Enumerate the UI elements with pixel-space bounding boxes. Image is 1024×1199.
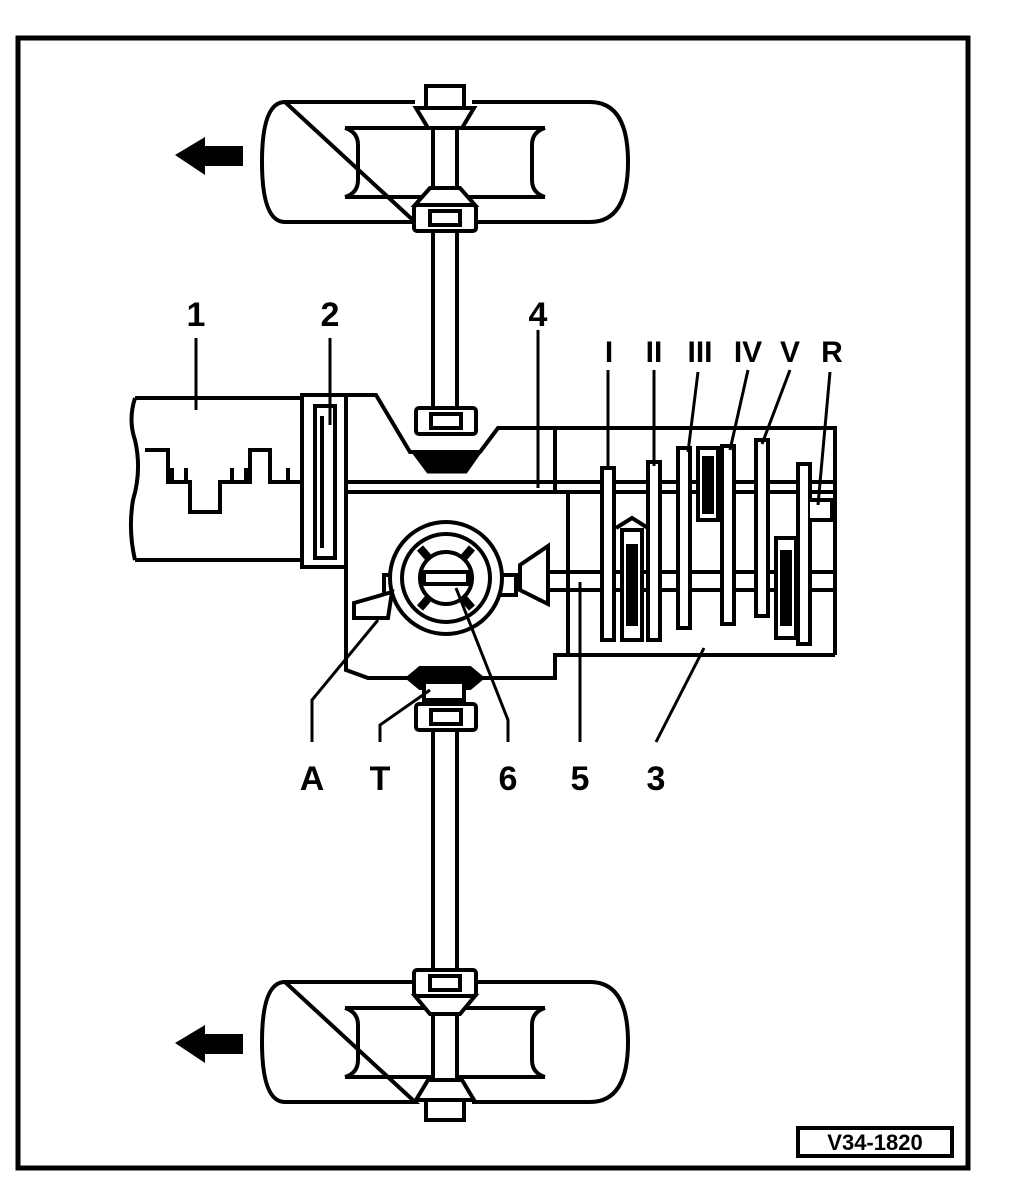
front-axle <box>259 84 631 233</box>
front-right-wheel <box>344 126 546 199</box>
reference-code-box: V34-1820 <box>796 1126 954 1158</box>
diff-bracket <box>352 589 395 620</box>
clutch-disc <box>313 404 337 560</box>
rear-hub <box>424 1098 466 1122</box>
rear-right-wheel <box>344 1006 546 1079</box>
callout-labels: 1 2 4 I II III IV V R A T 6 5 3 <box>187 296 844 798</box>
clutch <box>300 393 348 569</box>
gear-r-drive <box>796 462 812 646</box>
rear-driveshaft <box>431 728 459 972</box>
label-clutch: 2 <box>321 296 340 334</box>
crankshaft <box>145 448 302 514</box>
front-driveshaft <box>431 229 459 413</box>
front-shaft <box>431 126 459 190</box>
label-engine: 1 <box>187 296 206 334</box>
label-gear-r: R <box>821 336 843 369</box>
label-gear-iii: III <box>687 336 712 369</box>
label-gear-iv: IV <box>734 336 762 369</box>
engine <box>128 396 302 562</box>
differential <box>382 520 518 636</box>
label-gear-ii: II <box>646 336 663 369</box>
label-input-shaft: 4 <box>529 296 548 334</box>
transfer-case <box>422 680 466 702</box>
arrow-left-icon <box>175 1025 243 1063</box>
rear-axle <box>259 968 631 1122</box>
rear-coupling <box>404 666 486 972</box>
arrow-left-icon <box>175 137 243 175</box>
gear-ii-drive <box>646 460 662 642</box>
label-gear-v: V <box>780 336 800 369</box>
input-shaft <box>346 480 835 494</box>
label-gearbox: 3 <box>647 760 666 798</box>
label-a: A <box>300 760 325 798</box>
gear-set <box>600 438 834 646</box>
leader-lines <box>194 330 832 743</box>
gear-i-drive <box>600 466 616 642</box>
front-hub <box>424 84 466 110</box>
gear-iii-drive <box>676 446 692 630</box>
rear-left-wheel <box>259 979 631 1104</box>
upper-pinion <box>411 451 482 474</box>
reference-code: V34-1820 <box>827 1130 922 1155</box>
label-output-shaft: 5 <box>571 760 590 798</box>
gear-v-drive <box>754 438 770 618</box>
label-gear-i: I <box>605 336 613 369</box>
label-t: T <box>370 760 391 798</box>
label-differential: 6 <box>499 760 518 798</box>
front-left-wheel <box>259 99 631 224</box>
gear-iv-drive <box>720 444 736 626</box>
